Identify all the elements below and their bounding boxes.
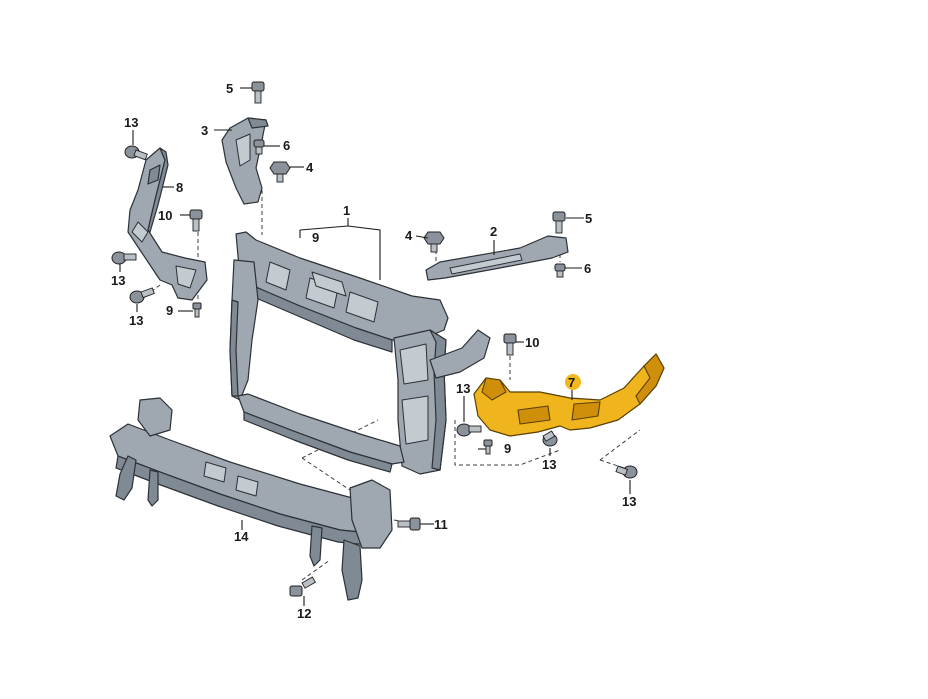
screw-icon (111, 251, 137, 265)
screw-icon (542, 430, 558, 447)
screw-icon (124, 145, 148, 161)
nut-icon (423, 231, 445, 253)
part-3-upper-bracket (221, 117, 269, 205)
screw-icon (554, 263, 566, 278)
bolt-icon (503, 333, 517, 356)
bolt-icon (189, 209, 203, 232)
callout-2: 2 (490, 224, 497, 239)
callout-10-right: 10 (525, 335, 539, 350)
fastener-bolts (111, 81, 638, 597)
callout-9-mid: 9 (504, 441, 511, 456)
screw-icon (253, 139, 265, 155)
bolt-icon (289, 576, 317, 597)
part-1-lock-carrier (229, 231, 491, 475)
callout-1: 1 (343, 203, 350, 218)
nut-icon (269, 161, 291, 183)
callout-9-left: 9 (166, 303, 173, 318)
callout-13-far-right: 13 (622, 494, 636, 509)
callout-13-top-left: 13 (124, 115, 138, 130)
callout-7-marker (565, 374, 581, 390)
screw-icon (456, 423, 482, 437)
callout-leader-lines (119, 87, 631, 606)
callout-8: 8 (176, 180, 183, 195)
callout-9-frame: 9 (312, 230, 319, 245)
callout-14: 14 (234, 529, 249, 544)
callout-4-top: 4 (306, 160, 314, 175)
callout-12: 12 (297, 606, 311, 621)
bolt-icon (251, 81, 265, 104)
bolt-icon (552, 211, 566, 234)
callout-5-top: 5 (226, 81, 233, 96)
screw-icon (192, 302, 202, 318)
callout-6-right: 6 (584, 261, 591, 276)
bolt-icon (397, 517, 421, 531)
screw-icon (615, 465, 638, 479)
callout-4-mid: 4 (405, 228, 413, 243)
callout-13-mid-right: 13 (542, 457, 556, 472)
callout-numbers: 5 3 6 4 13 8 10 13 13 9 1 9 4 2 5 6 10 7… (111, 81, 636, 621)
callout-10-left: 10 (158, 208, 172, 223)
part-7-highlighted-bracket (473, 353, 665, 437)
callout-3: 3 (201, 123, 208, 138)
callout-13-left-lower: 13 (129, 313, 143, 328)
callout-6-top: 6 (283, 138, 290, 153)
part-2-upper-brace (425, 235, 569, 281)
callout-13-mid: 13 (456, 381, 470, 396)
screw-icon (483, 439, 493, 455)
callout-11: 11 (434, 517, 448, 532)
part-8-side-bracket (127, 147, 208, 301)
callout-13-left: 13 (111, 273, 125, 288)
callout-7: 7 (568, 375, 575, 390)
screw-icon (129, 287, 155, 304)
part-14-bumper-beam (109, 397, 393, 601)
callout-5-right: 5 (585, 211, 592, 226)
